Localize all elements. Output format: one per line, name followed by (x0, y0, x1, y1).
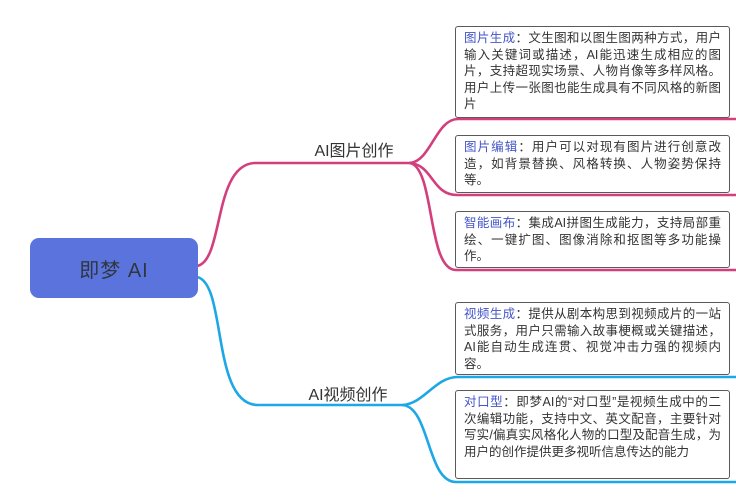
image-generation-connector (408, 117, 736, 165)
topic-label-video-generation: 视频生成 (464, 307, 516, 321)
topic-text-smart-canvas: ：集成AI拼图生成能力，支持局部重绘、一键扩图、图像消除和抠图等多功能操作。 (464, 216, 721, 263)
topic-text-video-generation: ：提供从剧本构思到视频成片的一站式服务，用户只需输入故事梗概或关键描述，AI能自… (464, 307, 721, 371)
image-edit-connector (408, 161, 736, 197)
smart-canvas-connector (408, 161, 736, 272)
root-node[interactable]: 即梦 AI (30, 238, 198, 298)
topic-label-image-edit: 图片编辑 (464, 140, 519, 154)
video-generation-connector (401, 375, 736, 407)
topic-node-video-generation[interactable]: 视频生成：提供从剧本构思到视频成片的一站式服务，用户只需输入故事梗概或关键描述，… (455, 302, 730, 375)
image-branch-main-line (195, 161, 412, 268)
topic-node-image-edit[interactable]: 图片编辑：用户可以对现有图片进行创意改造，如背景替换、风格转换、人物姿势保持等。 (455, 135, 730, 193)
topic-label-smart-canvas: 智能画布 (464, 216, 516, 230)
topic-label-lip-sync: 对口型 (464, 395, 504, 409)
root-node-label: 即梦 AI (79, 259, 149, 282)
topic-text-image-generation: ：文生图和以图生图两种方式，用户输入关键词或描述，AI能迅速生成相应的图片，支持… (464, 31, 721, 111)
topic-node-lip-sync[interactable]: 对口型：即梦AI的“对口型”是视频生成中的二次编辑功能，支持中文、英文配音，主要… (455, 390, 730, 479)
topic-text-lip-sync: ：即梦AI的“对口型”是视频生成中的二次编辑功能，支持中文、英文配音，主要针对写… (464, 395, 721, 459)
lip-sync-connector (401, 403, 736, 484)
topic-node-smart-canvas[interactable]: 智能画布：集成AI拼图生成能力，支持局部重绘、一键扩图、图像消除和抠图等多功能操… (455, 211, 730, 268)
topic-label-image-generation: 图片生成 (464, 31, 516, 45)
branch-label-image-creation[interactable]: AI图片创作 (314, 143, 394, 160)
video-branch-main-line (195, 275, 405, 407)
branch-label-video-creation[interactable]: AI视频创作 (308, 387, 388, 404)
topic-node-image-generation[interactable]: 图片生成：文生图和以图生图两种方式，用户输入关键词或描述，AI能迅速生成相应的图… (455, 26, 730, 118)
topic-text-image-edit: ：用户可以对现有图片进行创意改造，如背景替换、风格转换、人物姿势保持等。 (464, 140, 721, 187)
